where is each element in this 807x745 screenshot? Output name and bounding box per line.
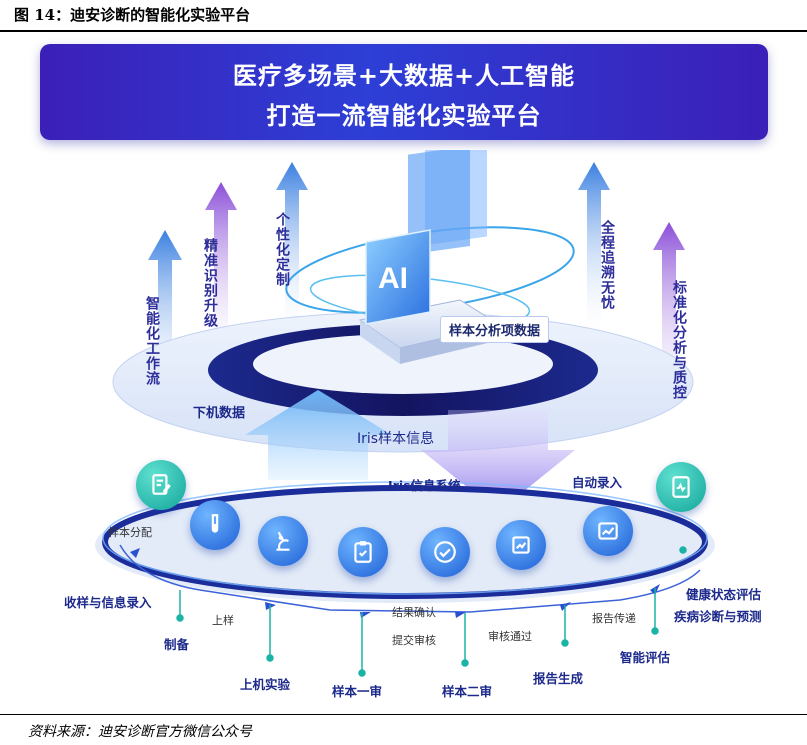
arrow-accurate-upgrade [205,182,237,370]
preparation-label: 制备 [164,637,190,652]
loading-label: 上样 [212,614,234,627]
document-edit-icon [136,460,186,510]
medical-report-icon [656,462,706,512]
arrow-personalized [276,162,308,340]
auto-entry-label: 自动录入 [572,475,623,490]
dark-ring-inner [253,334,553,394]
checkmark-icon [420,527,470,577]
upward-arrows [148,162,685,420]
health-assessment-label: 健康状态评估 [686,587,762,602]
first-review-label: 样本一审 [332,684,383,699]
label-standardized-qc: 标准化分析与质控 [671,280,687,400]
disease-prediction-label: 疾病诊断与预测 [674,609,762,624]
banner: 医疗多场景+大数据+人工智能 打造一流智能化实验平台 [40,44,768,140]
source-note: 资料来源：迪安诊断官方微信公众号 [28,724,252,740]
second-review-label: 样本二审 [442,684,493,699]
report-delivery-label: 报告传递 [592,612,636,625]
step-markers [176,546,687,677]
label-smart-workflow: 智能化工作流 [144,296,160,386]
result-confirm-label: 结果确认 [392,606,436,619]
platform-diagram: AI [95,150,715,677]
trend-chart-icon [583,506,633,556]
review-passed-label: 审核通过 [488,630,532,643]
lower-ring-glow [102,481,708,595]
download-data-label: 下机数据 [193,406,246,421]
arrow-full-traceability [578,162,610,340]
report-chart-icon [496,520,546,570]
clipboard-check-icon [338,527,388,577]
big-up-arrow [245,390,392,480]
big-down-arrow [421,410,575,512]
lower-ring [102,485,708,599]
figure-title: 图 14：迪安诊断的智能化实验平台 [14,6,251,24]
lower-disc-shadow [95,487,715,603]
ai-chip-text: AI [378,262,408,295]
label-personalized: 个性化定制 [274,212,290,287]
iris-info-system-label: Iris信息系统 [388,478,461,493]
smart-assessment-label: 智能评估 [620,650,671,665]
report-generation-label: 报告生成 [533,671,584,686]
test-tube-icon [190,500,240,550]
microscope-icon [258,516,308,566]
sample-distribution-label: 样本分配 [108,526,152,539]
bottom-rule [0,714,807,715]
banner-line-2: 打造一流智能化实验平台 [266,102,542,130]
sample-data-tag: 样本分析项数据 [440,316,550,343]
collect-and-entry-label: 收样与信息录入 [64,595,152,610]
process-line [119,544,701,613]
top-rule [0,30,807,32]
banner-line-1: 医疗多场景+大数据+人工智能 [232,62,576,90]
ai-chip [358,150,502,364]
arrow-smart-workflow [148,230,182,410]
submit-review-label: 提交审核 [392,634,436,647]
label-accurate-upgrade: 精准识别升级 [202,238,218,328]
arrow-standardized-qc [653,222,685,420]
label-full-traceability: 全程追溯无忧 [599,220,615,310]
iris-sample-info-label: Iris样本信息 [357,431,435,447]
machine-experiment-label: 上机实验 [240,677,291,692]
